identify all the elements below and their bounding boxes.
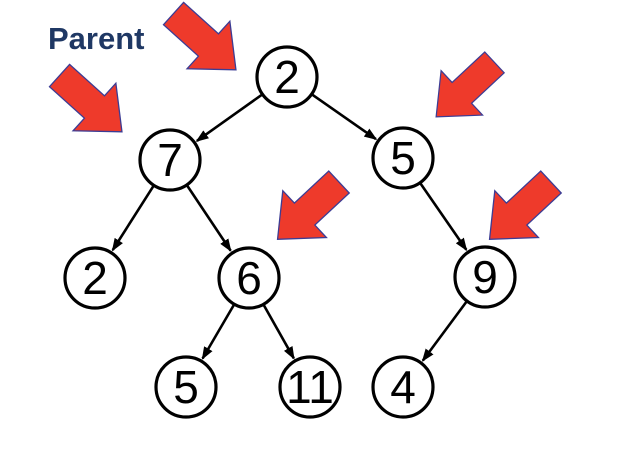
edge-root-to-7: [195, 93, 264, 142]
node-circle: [138, 128, 202, 192]
edge-5-to-9: [418, 181, 468, 252]
highlight-arrows: [48, 1, 563, 241]
node-value: 6: [236, 252, 262, 304]
node-circle: [255, 45, 319, 109]
node-value: 2: [82, 252, 108, 304]
node-value: 9: [472, 251, 498, 303]
node-circle: [371, 355, 435, 419]
parent-arrow-at-6: [276, 170, 351, 241]
tree-edges: [111, 93, 469, 362]
tree-node-7: 7: [138, 128, 202, 192]
tree-node-6: 6: [217, 246, 281, 310]
parent-arrow-at-5: [435, 51, 506, 118]
node-circle: [63, 246, 127, 310]
node-circle: [278, 355, 342, 419]
node-value: 2: [274, 51, 300, 103]
node-value: 4: [390, 361, 416, 413]
node-value: 5: [173, 361, 199, 413]
tree-node-root: 2: [255, 45, 319, 109]
tree-node-5-right: 5: [371, 126, 435, 190]
parent-arrow-at-root: [162, 1, 237, 71]
parent-label: Parent: [48, 21, 145, 56]
tree-node-9: 9: [453, 245, 517, 309]
tree-node-5-bottom: 5: [154, 355, 218, 419]
node-value: 7: [157, 134, 183, 186]
edge-root-to-5: [310, 93, 378, 141]
node-circle: [217, 246, 281, 310]
parent-arrow-at-9: [488, 170, 563, 241]
tree-nodes: 2 7 5 2 6 9 5: [63, 45, 517, 419]
tree-node-4: 4: [371, 355, 435, 419]
edge-6-to-5: [201, 304, 236, 360]
tree-node-11: 11: [278, 355, 342, 419]
node-value: 5: [390, 132, 416, 184]
edge-6-to-11: [262, 304, 295, 360]
edge-7-to-6: [185, 184, 232, 252]
tree-node-2-left: 2: [63, 246, 127, 310]
node-circle: [453, 245, 517, 309]
node-circle: [154, 355, 218, 419]
node-value: 11: [286, 361, 334, 413]
edge-9-to-4: [421, 300, 469, 362]
edge-7-to-2: [111, 184, 155, 252]
node-circle: [371, 126, 435, 190]
parent-arrow-at-7: [48, 63, 123, 133]
